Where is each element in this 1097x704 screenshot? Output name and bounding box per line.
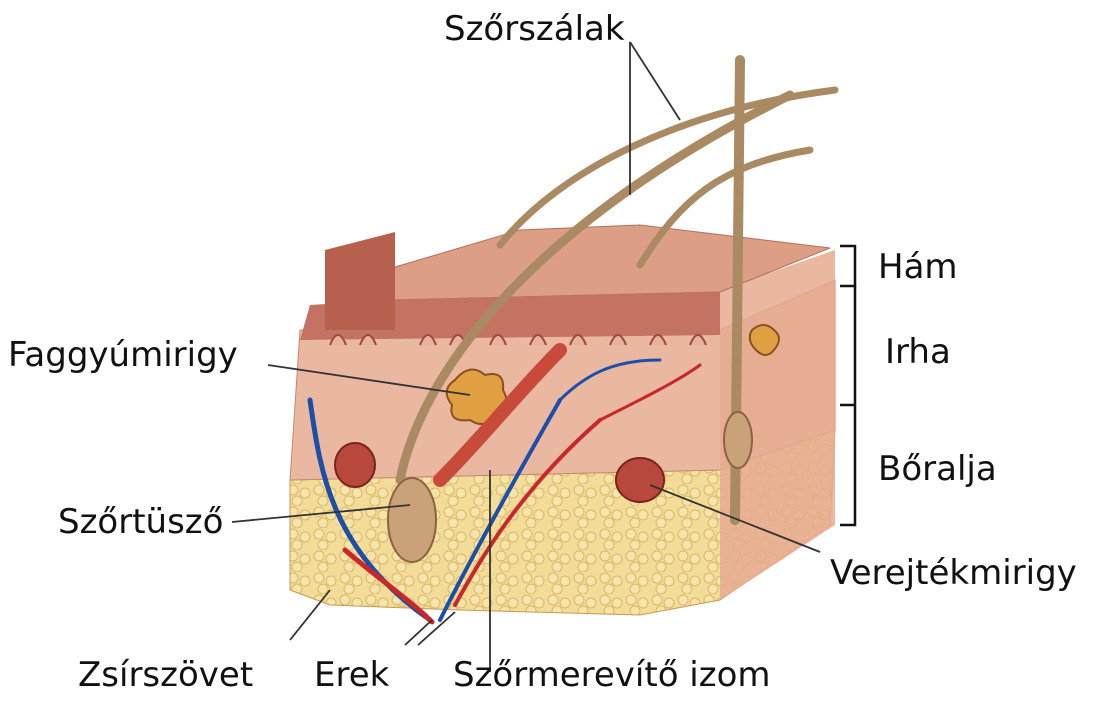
- label-hair-follicle: Szőrtüsző: [58, 505, 223, 539]
- label-fat-tissue: Zsírszövet: [78, 658, 253, 692]
- hair-follicle-right: [724, 412, 752, 468]
- hair-follicle-bulb: [388, 478, 436, 562]
- label-vessels: Erek: [314, 658, 389, 692]
- label-sebaceous-gland: Faggyúmirigy: [8, 338, 238, 372]
- label-dermis: Irha: [885, 335, 951, 369]
- label-hairs: Szőrszálak: [444, 12, 625, 46]
- layer-brackets: [840, 246, 855, 525]
- epidermis-raised-corner: [325, 232, 395, 330]
- label-arrector-pili: Szőrmerevítő izom: [453, 658, 771, 692]
- label-sweat-gland: Verejtékmirigy: [830, 556, 1077, 590]
- label-hypodermis: Bőralja: [878, 452, 997, 486]
- label-epidermis: Hám: [878, 250, 958, 284]
